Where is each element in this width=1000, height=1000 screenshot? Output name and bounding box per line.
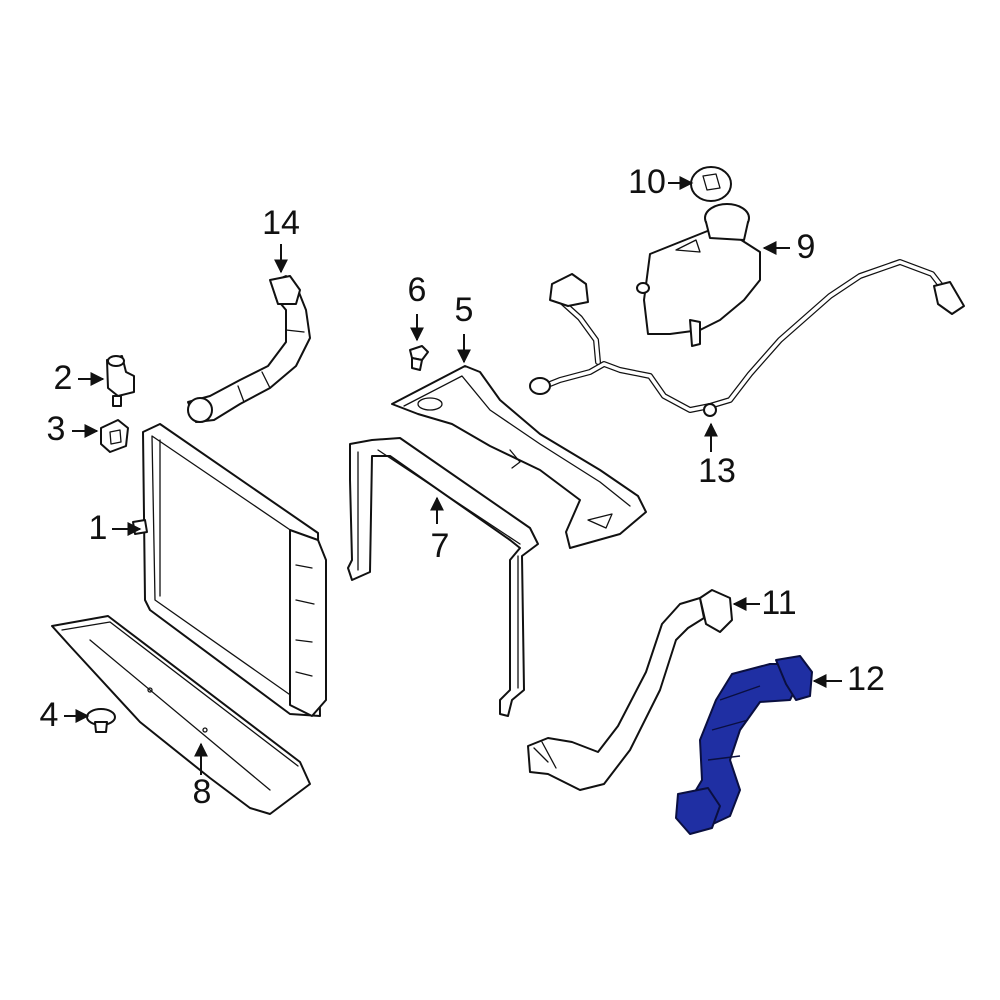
callout-1: 1 — [89, 509, 108, 547]
callout-3: 3 — [47, 410, 66, 448]
upper-support-part[interactable] — [391, 365, 647, 549]
inlet-hose-part[interactable] — [187, 275, 311, 423]
callout-11: 11 — [761, 584, 796, 622]
side-frame-part[interactable] — [347, 437, 539, 717]
callout-6: 6 — [408, 271, 427, 309]
leader-lines — [64, 176, 842, 775]
callout-12: 12 — [847, 660, 885, 698]
radiator-part[interactable] — [132, 423, 327, 717]
callout-9: 9 — [797, 228, 816, 266]
bolt-part[interactable] — [409, 345, 429, 371]
callout-14: 14 — [262, 204, 300, 242]
callout-4: 4 — [40, 696, 59, 734]
lower-hose-part[interactable] — [675, 655, 813, 835]
bracket-clip-part[interactable] — [106, 355, 135, 407]
callout-labels: 1 2 3 4 5 6 7 8 9 10 11 12 13 14 — [40, 163, 885, 811]
callout-10: 10 — [628, 163, 666, 201]
callout-2: 2 — [54, 359, 73, 397]
upper-hose-part[interactable] — [527, 589, 733, 791]
push-pin-part[interactable] — [86, 708, 116, 733]
lower-deflector-part[interactable] — [51, 615, 311, 815]
reservoir-cap-part[interactable] — [690, 166, 732, 202]
callout-7: 7 — [431, 527, 450, 565]
nut-part[interactable] — [100, 419, 129, 453]
callout-13: 13 — [698, 452, 736, 490]
callout-5: 5 — [455, 291, 474, 329]
vent-line-part[interactable] — [529, 259, 965, 417]
callout-8: 8 — [193, 773, 212, 811]
coolant-reservoir-part[interactable] — [636, 203, 761, 347]
